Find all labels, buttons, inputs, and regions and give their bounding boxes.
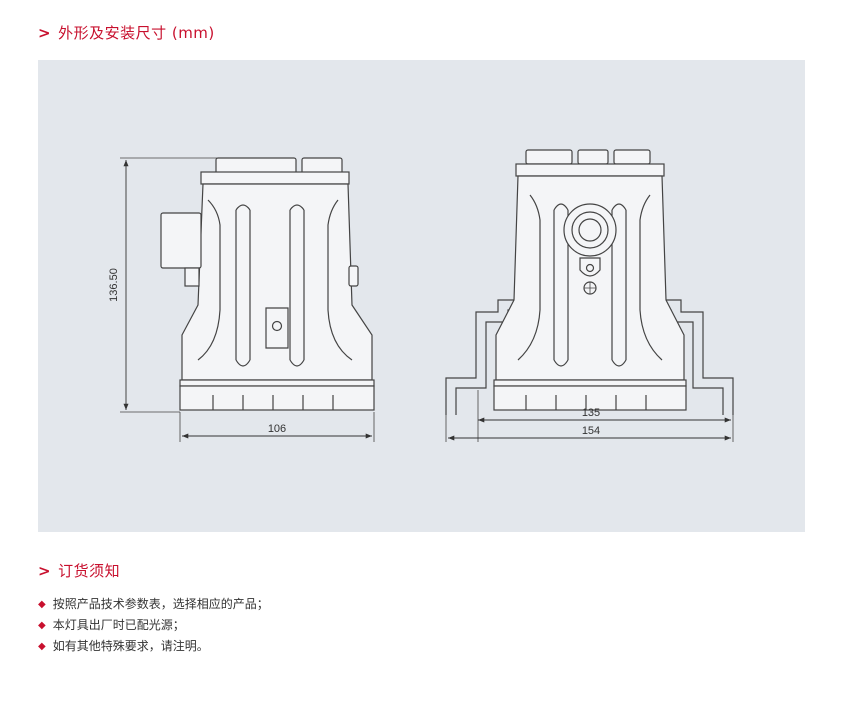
section-title-dimensions: > 外形及安装尺寸 (mm) bbox=[38, 22, 215, 43]
section-title-ordering: > 订货须知 bbox=[38, 560, 120, 581]
dim-mount-outer-label: 154 bbox=[582, 425, 600, 437]
note-text: 本灯具出厂时已配光源； bbox=[52, 618, 185, 632]
note-text: 如有其他特殊要求，请注明。 bbox=[52, 639, 209, 653]
dim-height-label: 136.50 bbox=[108, 268, 120, 302]
diamond-bullet-icon: ◆ bbox=[38, 599, 46, 610]
diamond-bullet-icon: ◆ bbox=[38, 620, 46, 631]
side-view bbox=[120, 157, 375, 442]
technical-drawing: 136.50 106 bbox=[108, 149, 734, 442]
list-item: ◆ 本灯具出厂时已配光源； bbox=[38, 615, 269, 636]
list-item: ◆ 按照产品技术参数表，选择相应的产品； bbox=[38, 594, 269, 615]
chevron-right-icon: > bbox=[38, 23, 52, 42]
ordering-notes-list: ◆ 按照产品技术参数表，选择相应的产品； ◆ 本灯具出厂时已配光源； ◆ 如有其… bbox=[38, 594, 269, 657]
section-title-dimensions-text: 外形及安装尺寸 (mm) bbox=[58, 24, 215, 42]
dim-width-side-label: 106 bbox=[268, 423, 286, 435]
chevron-right-icon: > bbox=[38, 561, 52, 580]
diamond-bullet-icon: ◆ bbox=[38, 641, 46, 652]
note-text: 按照产品技术参数表，选择相应的产品； bbox=[52, 597, 269, 611]
front-view bbox=[445, 149, 734, 442]
section-title-ordering-text: 订货须知 bbox=[58, 562, 121, 580]
dimension-drawing-panel: 136.50 106 bbox=[38, 60, 805, 532]
dim-mount-inner-label: 135 bbox=[582, 407, 600, 419]
list-item: ◆ 如有其他特殊要求，请注明。 bbox=[38, 636, 269, 657]
